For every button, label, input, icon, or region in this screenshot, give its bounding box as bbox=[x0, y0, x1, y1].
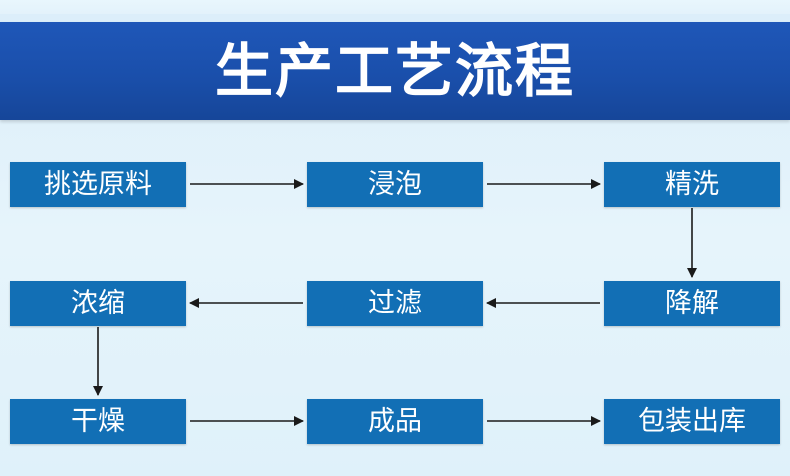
top-strip bbox=[0, 0, 790, 14]
step-select-materials: 挑选原料 bbox=[10, 162, 186, 207]
step-degrade: 降解 bbox=[604, 281, 780, 326]
step-finished-product: 成品 bbox=[307, 399, 483, 444]
step-dry: 干燥 bbox=[10, 399, 186, 444]
diagram-title: 生产工艺流程 bbox=[214, 37, 575, 105]
step-filter: 过滤 bbox=[307, 281, 483, 326]
step-fine-wash: 精洗 bbox=[604, 162, 780, 207]
step-pack-ship: 包装出库 bbox=[604, 399, 780, 444]
header-band bbox=[0, 22, 790, 120]
step-concentrate: 浓缩 bbox=[10, 281, 186, 326]
step-soak: 浸泡 bbox=[307, 162, 483, 207]
